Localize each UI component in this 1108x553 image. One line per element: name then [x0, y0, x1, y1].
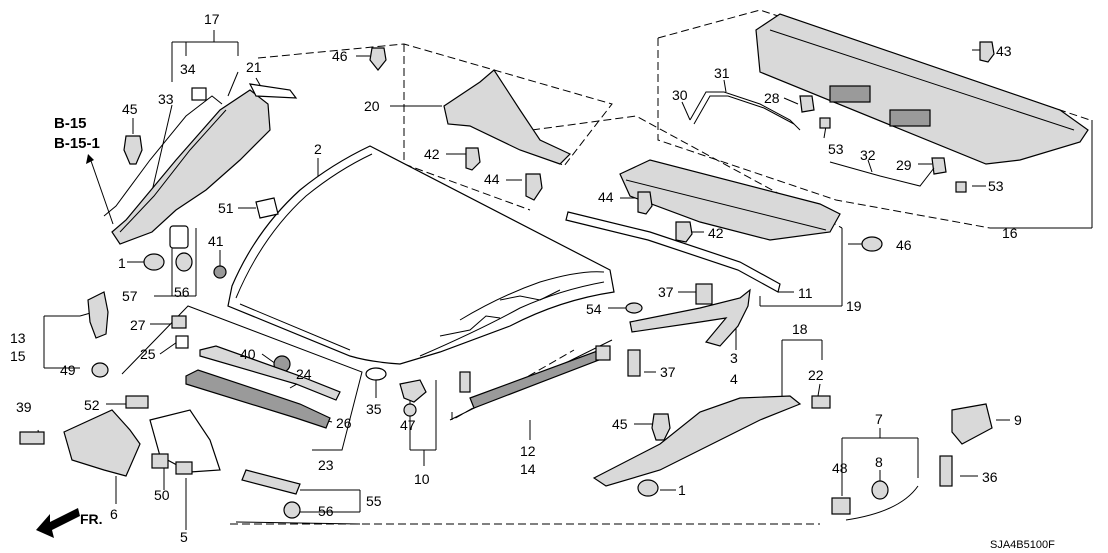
callout-35: 35: [366, 401, 382, 417]
reference-labels: B-15 B-15-1: [54, 115, 100, 152]
callout-56b: 56: [318, 503, 334, 519]
callout-6: 6: [110, 506, 118, 522]
front-arrow-icon: [36, 508, 80, 538]
callout-50: 50: [154, 487, 170, 503]
callout-47: 47: [400, 417, 416, 433]
callout-49: 49: [60, 362, 76, 378]
callout-46b: 46: [896, 237, 912, 253]
cowl-top: [755, 13, 1089, 165]
callout-41: 41: [208, 233, 224, 249]
callout-20: 20: [364, 98, 380, 114]
callout-23: 23: [318, 457, 334, 473]
callout-52: 52: [84, 397, 100, 413]
callout-37b: 37: [660, 364, 676, 380]
parts: [19, 13, 1089, 538]
callout-34: 34: [180, 61, 196, 77]
callout-31: 31: [714, 65, 730, 81]
callout-44b: 44: [598, 189, 614, 205]
callout-45: 45: [122, 101, 138, 117]
callout-45b: 45: [612, 416, 628, 432]
callout-33: 33: [158, 91, 174, 107]
hood-hinge: [629, 288, 751, 347]
side-seal-panel: [443, 69, 572, 165]
callout-11: 11: [798, 285, 813, 301]
callout-46: 46: [332, 48, 348, 64]
callout-42b: 42: [708, 225, 724, 241]
callout-42: 42: [424, 146, 440, 162]
side-cover: [592, 395, 802, 487]
callout-1: 1: [118, 255, 126, 271]
callout-53b: 53: [988, 178, 1004, 194]
callout-16: 16: [1002, 225, 1018, 241]
callout-55: 55: [366, 493, 382, 509]
callout-39: 39: [16, 399, 32, 415]
callout-51: 51: [218, 200, 234, 216]
cowl-cover: [619, 159, 841, 241]
callout-37: 37: [658, 284, 674, 300]
callout-24: 24: [296, 366, 312, 382]
callout-4: 4: [730, 371, 738, 387]
front-grille: [185, 369, 331, 429]
callout-22: 22: [808, 367, 824, 383]
callout-21: 21: [246, 59, 262, 75]
callout-1b: 1: [678, 482, 686, 498]
callout-36: 36: [982, 469, 998, 485]
callout-13: 13: [10, 330, 26, 346]
callout-26: 26: [336, 415, 352, 431]
ref-label-b15-1: B-15-1: [54, 135, 100, 152]
callout-56: 56: [174, 284, 190, 300]
callout-3: 3: [730, 350, 738, 366]
callout-43: 43: [996, 43, 1012, 59]
callout-28: 28: [764, 90, 780, 106]
left-hood-seal: [111, 89, 271, 245]
callout-2: 2: [314, 141, 322, 157]
callout-14: 14: [520, 461, 536, 477]
callout-8: 8: [875, 454, 883, 470]
diagram-code: SJA4B5100F: [990, 539, 1055, 551]
callout-54: 54: [586, 301, 602, 317]
callout-53: 53: [828, 141, 844, 157]
callout-32: 32: [860, 147, 876, 163]
callout-48: 48: [832, 460, 848, 476]
callout-57: 57: [122, 288, 138, 304]
callout-40: 40: [240, 346, 256, 362]
callout-12: 12: [520, 443, 536, 459]
front-label: FR.: [80, 511, 103, 527]
front-strip: [199, 345, 341, 401]
callout-30: 30: [672, 87, 688, 103]
callout-15: 15: [10, 348, 26, 364]
ref-label-b15: B-15: [54, 115, 87, 132]
callout-10: 10: [414, 471, 430, 487]
hood-latch: [63, 409, 141, 477]
callout-25: 25: [140, 346, 156, 362]
callout-19: 19: [846, 298, 862, 314]
hood-panel: [227, 145, 615, 365]
callout-numbers: 1 1 2 3 4 5 6 7 8 9 10 11 12 13 14 15 16…: [10, 11, 1022, 545]
callout-44: 44: [484, 171, 500, 187]
callout-17: 17: [204, 11, 220, 27]
callout-29: 29: [896, 157, 912, 173]
callout-5: 5: [180, 529, 188, 545]
hood-strut: [469, 349, 605, 409]
callout-9: 9: [1014, 412, 1022, 428]
callout-7: 7: [875, 411, 883, 427]
callout-27: 27: [130, 317, 146, 333]
callout-18: 18: [792, 321, 808, 337]
